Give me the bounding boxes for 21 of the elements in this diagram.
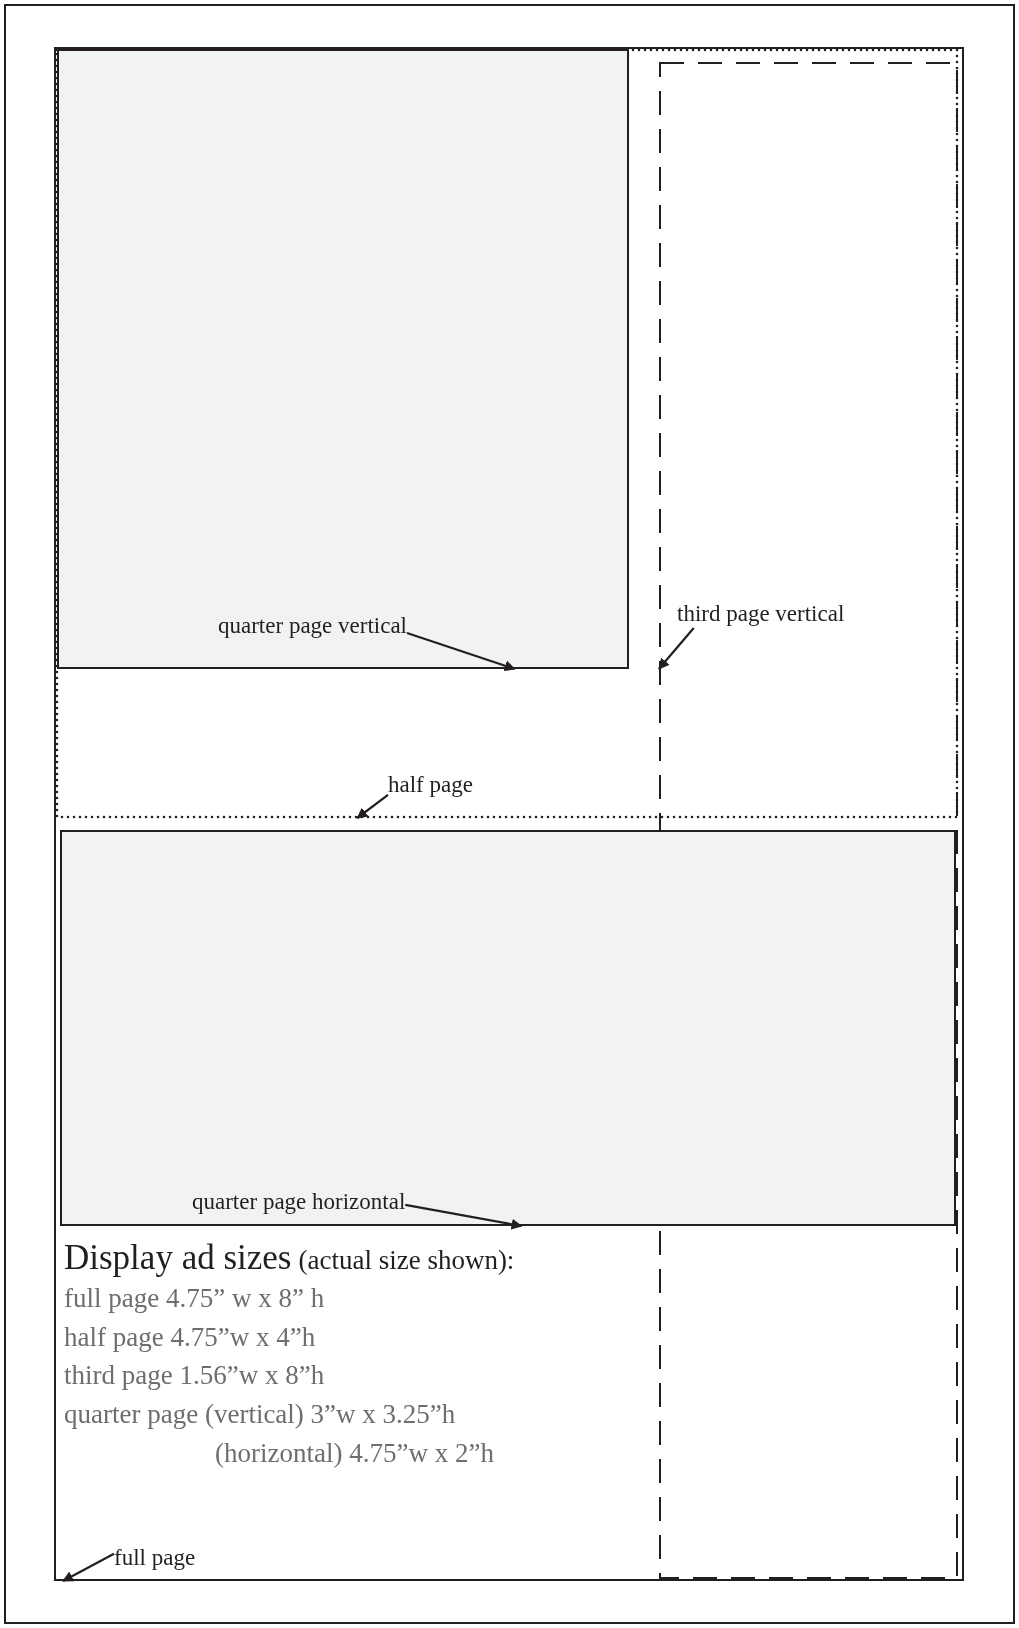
area-label: full page bbox=[114, 1544, 196, 1572]
size-note: quarter page (vertical) 3”w x 3.25”h bbox=[64, 1398, 456, 1431]
third-page-outline bbox=[659, 62, 958, 1579]
leader-arrow bbox=[405, 1203, 523, 1230]
subheading: (actual size shown): bbox=[298, 1245, 515, 1275]
size-note: (horizontal) 4.75”w x 2”h bbox=[215, 1437, 494, 1470]
size-note: half page 4.75”w x 4”h bbox=[64, 1321, 316, 1354]
leader-arrow bbox=[658, 627, 695, 670]
heading: Display ad sizes bbox=[64, 1238, 292, 1277]
area-label: quarter page horizontal bbox=[192, 1188, 406, 1216]
area-label: quarter page vertical bbox=[218, 612, 407, 640]
area-label: half page bbox=[388, 771, 473, 799]
area-label: third page vertical bbox=[677, 600, 845, 628]
quarter-page-area bbox=[60, 830, 956, 1226]
leader-arrow bbox=[356, 793, 389, 819]
leader-arrow bbox=[62, 1552, 115, 1582]
quarter-page-area bbox=[57, 49, 629, 669]
size-note: third page 1.56”w x 8”h bbox=[64, 1359, 325, 1392]
size-note: full page 4.75” w x 8” h bbox=[64, 1282, 325, 1315]
leader-arrow bbox=[406, 631, 516, 672]
half-page-outline bbox=[56, 49, 958, 818]
